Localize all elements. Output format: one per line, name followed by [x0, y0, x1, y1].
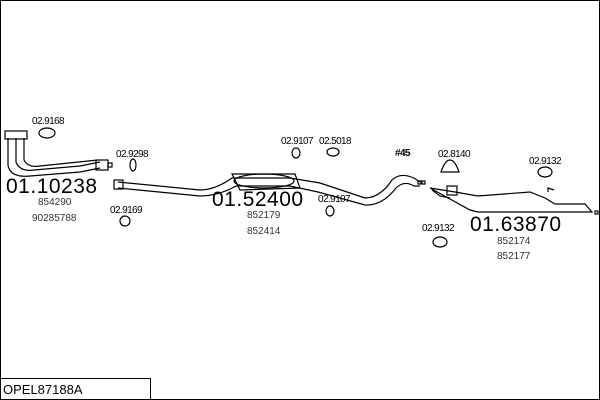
part-number: 01.52400	[212, 188, 304, 211]
accessory-code: 02.9107	[281, 136, 314, 147]
annotation-label: #45	[395, 148, 410, 159]
part-ref: 854290	[38, 197, 72, 208]
part-ref: 852414	[247, 226, 281, 237]
accessory-code: 02.9298	[116, 149, 149, 160]
diagram-title: OPEL87188A	[3, 382, 83, 397]
accessory-code: 02.9168	[32, 116, 65, 127]
accessory-code: 02.9107	[318, 194, 351, 205]
middle-pipe-silencer	[113, 173, 426, 206]
accessory-code: 02.9132	[529, 156, 562, 167]
accessory-code: 02.8140	[438, 149, 471, 160]
title-box: OPEL87188A	[0, 378, 151, 399]
accessory-icons	[38, 127, 553, 248]
part-ref: 90285788	[32, 213, 77, 224]
part-ref: 852177	[497, 251, 531, 262]
part-number: 01.10238	[6, 175, 98, 198]
accessory-code: 02.9132	[422, 223, 455, 234]
front-pipe	[4, 130, 113, 177]
rear-silencer	[417, 180, 599, 215]
accessory-code: 02.5018	[319, 136, 352, 147]
part-ref: 852179	[247, 210, 281, 221]
accessory-code: 02.9169	[110, 205, 143, 216]
part-ref: 852174	[497, 236, 531, 247]
part-number: 01.63870	[470, 213, 562, 236]
